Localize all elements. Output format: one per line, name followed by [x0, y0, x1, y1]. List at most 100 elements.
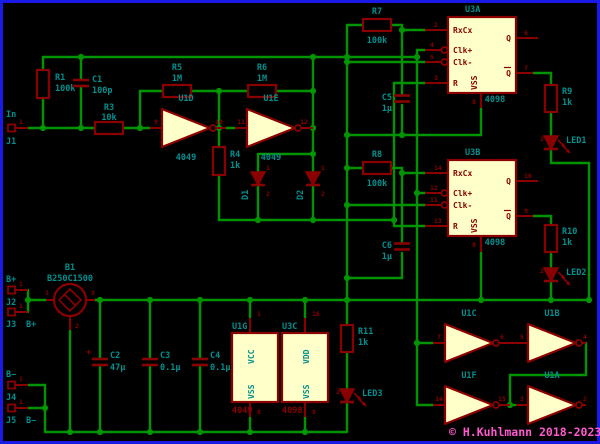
wires[interactable]	[24, 23, 593, 436]
connector-pad[interactable]	[7, 380, 16, 390]
capacitor-C4[interactable]: C40.1µ	[192, 351, 230, 373]
gate-triangle[interactable]	[160, 107, 212, 149]
junction-dot[interactable]	[77, 124, 85, 132]
capacitor-C3[interactable]: C30.1µ	[142, 351, 180, 373]
junction-dot[interactable]	[136, 124, 144, 132]
junction-dot[interactable]	[246, 296, 254, 304]
gate-triangle[interactable]	[526, 384, 578, 426]
junction-dot[interactable]	[343, 274, 351, 282]
junction-dot[interactable]	[301, 296, 309, 304]
junction-dot[interactable]	[196, 428, 204, 436]
junction-dot[interactable]	[96, 296, 104, 304]
junction-dot[interactable]	[398, 26, 406, 34]
wire-segment[interactable]	[389, 23, 404, 97]
junction-dot[interactable]	[477, 296, 485, 304]
junction-dot[interactable]	[301, 428, 309, 436]
junction-dot[interactable]	[24, 296, 32, 304]
junction-dot[interactable]	[309, 87, 317, 95]
connector-J4[interactable]: J4B−1	[6, 370, 23, 403]
wire-segment[interactable]	[508, 341, 588, 407]
junction-dot[interactable]	[343, 58, 351, 66]
connector-pad[interactable]	[7, 123, 16, 133]
connector-pad[interactable]	[7, 307, 16, 317]
wire-segment[interactable]	[415, 48, 435, 407]
gate-triangle[interactable]	[443, 322, 495, 364]
wire-segment[interactable]	[531, 214, 553, 227]
junction-dot[interactable]	[343, 53, 351, 61]
junction-dot[interactable]	[96, 428, 104, 436]
junction-dot[interactable]	[390, 216, 398, 224]
junction-dot[interactable]	[398, 131, 406, 139]
junction-dot[interactable]	[66, 428, 74, 436]
junction-dot[interactable]	[254, 216, 262, 224]
junction-dot[interactable]	[413, 339, 421, 347]
junction-dot[interactable]	[585, 296, 593, 304]
junction-dot[interactable]	[196, 296, 204, 304]
wire-segment[interactable]	[217, 173, 396, 222]
wire-segment[interactable]	[138, 89, 165, 130]
junction-dot[interactable]	[41, 404, 49, 412]
gate-triangle[interactable]	[526, 322, 578, 364]
junction-dot[interactable]	[146, 428, 154, 436]
junction-dot[interactable]	[547, 296, 555, 304]
connector-pad[interactable]	[7, 403, 16, 413]
junction-dot[interactable]	[309, 216, 317, 224]
junction-dot[interactable]	[343, 131, 351, 139]
junction-dot[interactable]	[343, 164, 351, 172]
junction-dot[interactable]	[246, 428, 254, 436]
junction-dot[interactable]	[309, 53, 317, 61]
junction-dot[interactable]	[398, 169, 406, 177]
connector-J2[interactable]: J2B+1	[6, 275, 23, 308]
junction-dot[interactable]	[309, 150, 317, 158]
wire-segment[interactable]	[549, 147, 591, 302]
connector-pad[interactable]	[7, 285, 16, 295]
junction-dot[interactable]	[77, 53, 85, 61]
wire-segment[interactable]	[26, 383, 47, 434]
junction-dot[interactable]	[413, 189, 421, 197]
junction-dot[interactable]	[39, 124, 47, 132]
gate-triangle[interactable]	[245, 107, 297, 149]
junction-dot[interactable]	[343, 201, 351, 209]
wire-segment[interactable]	[345, 251, 404, 280]
wire-segment[interactable]	[400, 106, 483, 137]
junction-dot[interactable]	[343, 296, 351, 304]
junction-dot[interactable]	[146, 296, 154, 304]
junction-dot[interactable]	[413, 53, 421, 61]
wire-segment[interactable]	[531, 71, 553, 87]
gate-triangle[interactable]	[443, 384, 495, 426]
junction-dot[interactable]	[215, 87, 223, 95]
